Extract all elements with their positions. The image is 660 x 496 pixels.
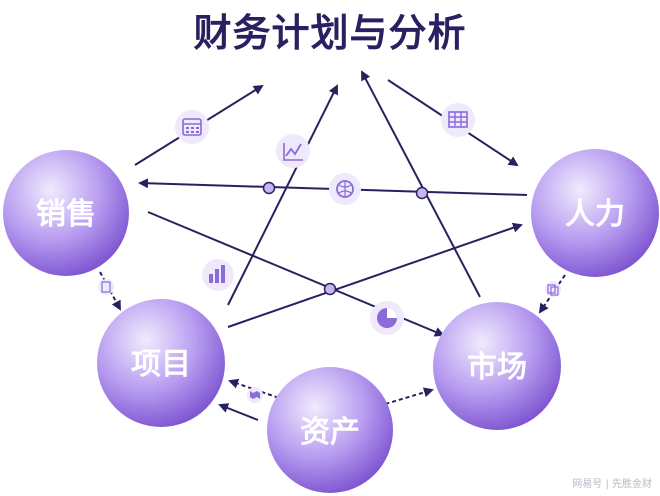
arrow-project-to-top [227, 84, 338, 306]
map-icon [247, 387, 263, 403]
node-hr-label: 人力 [565, 197, 625, 232]
line-chart-icon [276, 134, 310, 168]
junction-dot [262, 181, 276, 195]
node-sales-label: 销售 [36, 197, 96, 232]
node-hr: 人力 [531, 149, 659, 277]
arrow-market-to-top [361, 70, 481, 298]
node-assets: 资产 [267, 367, 393, 493]
copy-icon [545, 281, 561, 297]
junction-dot [323, 282, 337, 296]
calendar-icon [175, 110, 209, 144]
node-project-label: 项目 [131, 347, 191, 382]
arrow-project-to-hr [227, 222, 523, 328]
arrow-assets-to-project-lower [218, 403, 259, 421]
node-project: 项目 [97, 299, 225, 427]
brain-icon [329, 173, 361, 205]
document-icon [98, 279, 114, 295]
node-sales: 销售 [3, 150, 129, 276]
node-market: 市场 [433, 302, 561, 430]
node-assets-label: 资产 [300, 415, 360, 450]
junction-dot [415, 186, 429, 200]
table-icon [441, 103, 475, 137]
pie-chart-icon [370, 301, 404, 335]
watermark: 网易号 | 先胜金财 [572, 479, 652, 490]
page-title: 财务计划与分析 [193, 11, 467, 55]
bar-chart-icon [202, 259, 234, 291]
node-market-label: 市场 [467, 350, 527, 385]
